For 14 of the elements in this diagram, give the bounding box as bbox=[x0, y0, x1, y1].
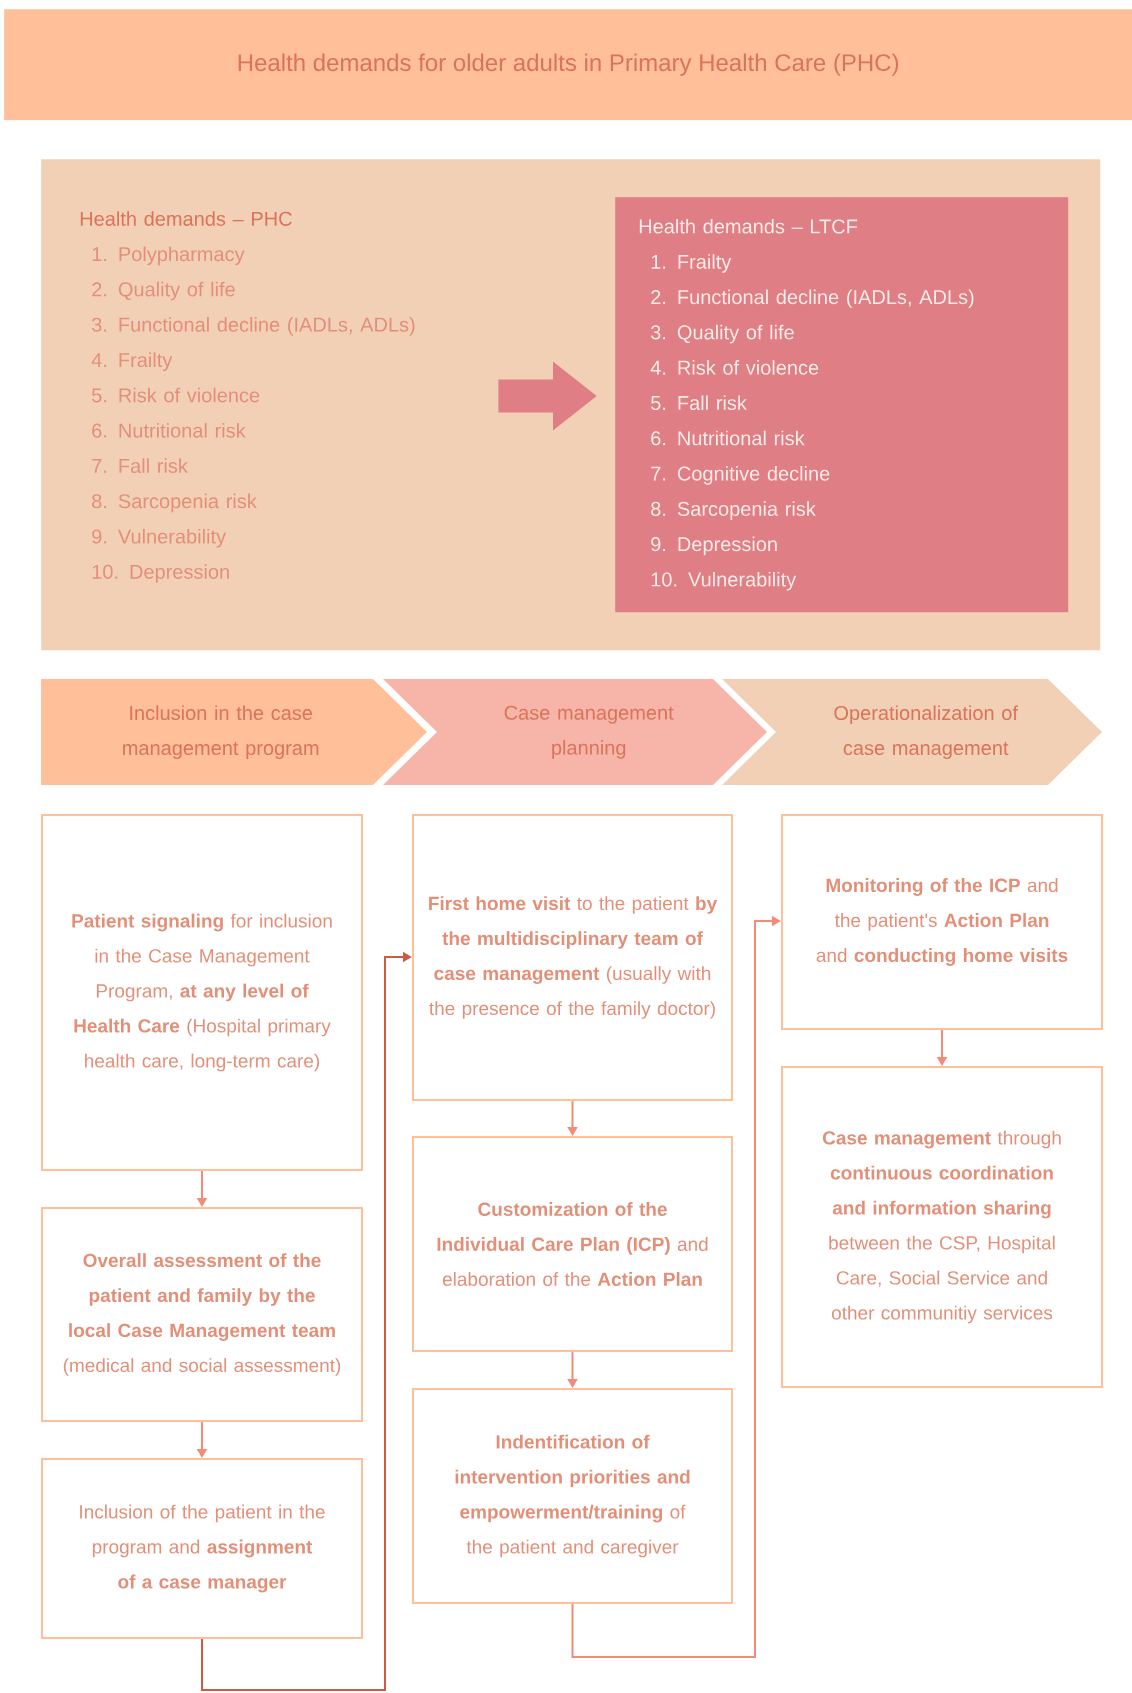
process-box: Customization of the Individual Care Plan (ICP) and elaboration of the Action Plan bbox=[412, 1136, 733, 1352]
process-box: First home visit to the patient by the multidisciplinary team of case management (usually with the presence of the family doctor) bbox=[412, 814, 733, 1101]
process-box: Inclusion of the patient in the program and assignment of a case manager bbox=[41, 1458, 363, 1639]
phase-band: Operationalization of case management bbox=[722, 679, 1102, 785]
process-box: Patient signaling for inclusion in the Case Management Program, at any level of Health Care (Hospital primary health care, long-term care) bbox=[41, 814, 363, 1171]
demand-list: Health demands – PHC 1. Polypharmacy 2. Quality of life 3. Functional decline (IADLs, ADLs) 4. Frailty 5. Risk of violence 6. Nutritional risk 7. Fall risk 8. Sarcopenia risk 9. Vulnerability 10. Depression bbox=[80, 211, 415, 583]
process-box: Indentification of intervention priorities and empowerment/training of the patient and caregiver bbox=[412, 1388, 733, 1604]
phase-band: Case management planning bbox=[383, 679, 767, 785]
demand-box: Health demands – LTCF 1. Frailty 2. Functional decline (IADLs, ADLs) 3. Quality of life 4. Risk of violence 5. Fall risk 6. Nutritional risk 7. Cognitive decline 8. Sarcopenia risk 9. Depression 10. Vulnerability bbox=[615, 197, 1069, 613]
phase-band: Inclusion in the case management program bbox=[41, 679, 427, 785]
process-box: Overall assessment of the patient and family by the local Case Management team (medical and social assessment) bbox=[41, 1207, 363, 1422]
process-box: Monitoring of the ICP and the patient's Action Plan and conducting home visits bbox=[781, 814, 1103, 1030]
title-band: Health demands for older adults in Primary Health Care (PHC) bbox=[4, 9, 1132, 121]
process-box: Case management through continuous coordination and information sharing between the CSP, Hospital Care, Social Service and other communitiy services bbox=[781, 1066, 1103, 1388]
